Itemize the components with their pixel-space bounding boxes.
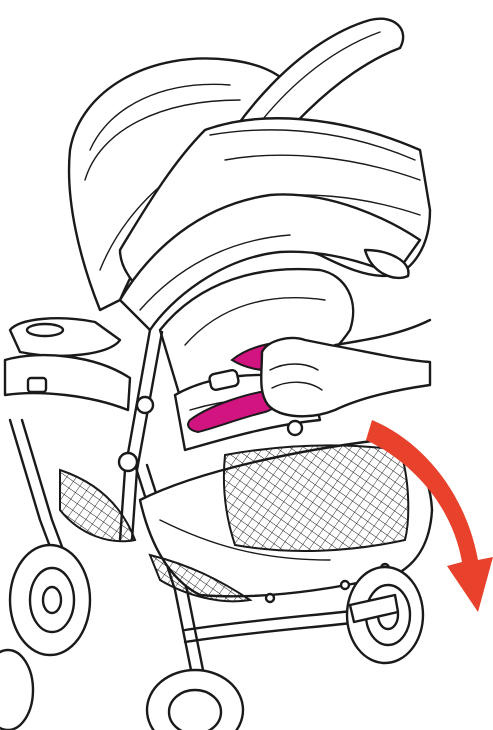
frame-hinge (119, 453, 137, 471)
front-left-wheel (10, 545, 90, 655)
stroller-parent-tray (5, 318, 130, 410)
far-left-wheel (0, 650, 33, 730)
front-bottom-wheel (147, 670, 243, 730)
rear-right-wheel (347, 567, 423, 663)
tray-button (28, 378, 46, 392)
